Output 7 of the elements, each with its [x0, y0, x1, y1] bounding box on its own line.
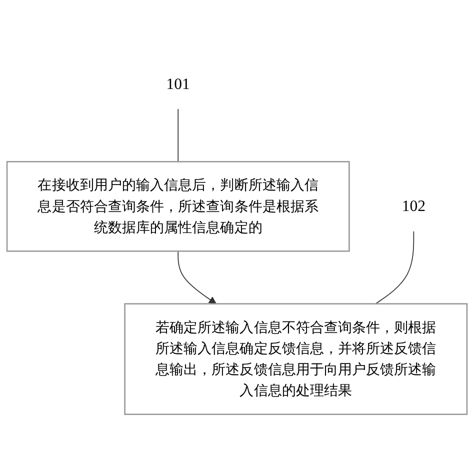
node-box: 在接收到用户的输入信息后，判断所述输入信息是否符合查询条件，所述查询条件是根据系统数据库的属性信息确定的 [6, 160, 350, 252]
arrow [178, 250, 216, 304]
node-text: 102 [402, 197, 426, 215]
node-box: 若确定所述输入信息不符合查询条件，则根据所述输入信息确定反馈信息，并将所述反馈信息输出，所述反馈信息用于向用户反馈所述输入信息的处理结果 [124, 302, 468, 415]
node-text: 101 [166, 74, 190, 92]
connector [375, 230, 414, 304]
connector [178, 108, 179, 162]
